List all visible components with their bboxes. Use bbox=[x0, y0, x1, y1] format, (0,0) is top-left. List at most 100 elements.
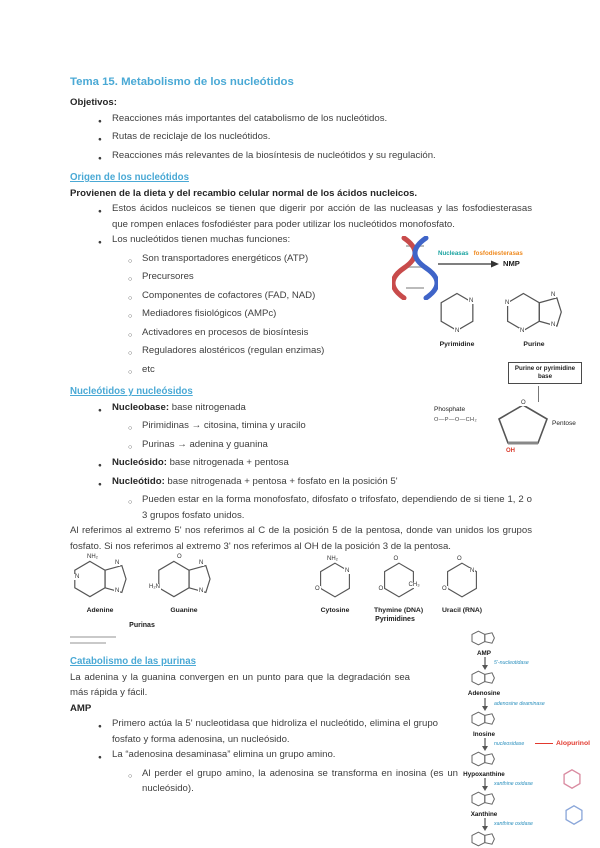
atom-label: CH₃ bbox=[407, 582, 421, 588]
figure-credit-line bbox=[70, 636, 116, 638]
base-caption: Thymine (DNA) bbox=[374, 607, 424, 614]
oh-label: OH bbox=[506, 448, 515, 454]
section-heading-nucleotidos: Nucleótidos y nucleósidos bbox=[70, 386, 193, 397]
list-item: etc bbox=[128, 362, 532, 381]
pathway-node: Inosine bbox=[471, 711, 497, 738]
bullet-icon bbox=[128, 325, 142, 344]
pathway-node-label: Hypoxanthine bbox=[463, 770, 505, 778]
purine-rings-icon bbox=[471, 630, 495, 646]
atom-label: O bbox=[392, 556, 400, 562]
bullet-icon bbox=[128, 251, 142, 270]
pathway-node-label: Inosine bbox=[472, 730, 496, 738]
atom-label: N bbox=[114, 588, 121, 594]
pathway-node: Xanthine bbox=[471, 791, 497, 818]
term-nucleobase: Nucleobase: bbox=[112, 401, 170, 413]
pathway-step: xanthine oxidase bbox=[432, 778, 536, 792]
atom-label: O bbox=[456, 556, 463, 562]
alopurinol-label: Alopurinol bbox=[556, 740, 590, 747]
pyrimidine-structure: N N Pyrimidine bbox=[436, 290, 478, 348]
list-item: Los nucleótidos tienen muchas funciones: bbox=[98, 232, 532, 251]
bullet-icon bbox=[98, 747, 112, 766]
pathway-node-label: Adenosine bbox=[467, 690, 501, 698]
paragraph-extremos: Al referimos al extremo 5' nos referimos… bbox=[70, 525, 532, 552]
list-item-text: Pueden estar en la forma monofosfato, di… bbox=[142, 494, 532, 521]
pathway-node: Hypoxanthine bbox=[463, 751, 505, 778]
list-item-text: Componentes de cofactores (FAD, NAD) bbox=[142, 289, 316, 301]
atom-label: N bbox=[519, 328, 526, 334]
nmp-label: NMP bbox=[503, 259, 520, 268]
dna-helix-figure bbox=[390, 235, 440, 305]
list-item-text: Nucleótido: base nitrogenada + pentosa +… bbox=[112, 474, 398, 493]
pyrimidines-group-label: Pyrimidines bbox=[375, 616, 415, 623]
base-box-label: Purine or pyrimidine base bbox=[508, 362, 582, 384]
list-item-text: Purinas → adenina y guanina bbox=[142, 438, 268, 450]
term-nucleosido: Nucleósido: bbox=[112, 457, 167, 468]
pathway-step: nucleosidase bbox=[432, 737, 536, 751]
enzyme-label: nucleosidase bbox=[494, 740, 525, 747]
atom-label: N bbox=[468, 298, 475, 304]
list-item-text: Al perder el grupo amino, la adenosina s… bbox=[142, 767, 458, 795]
list-item-text: Nucleobase: base nitrogenada bbox=[112, 400, 246, 419]
list-item: La “adenosina desaminasa” elimina un gru… bbox=[98, 747, 438, 766]
list-item-text: Primero actúa la 5' nucleotidasa que hid… bbox=[112, 718, 438, 745]
list-item: Rutas de reciclaje de los nucleótidos. bbox=[98, 129, 532, 148]
nucleotide-structure-figure: Purine or pyrimidine base Phosphate O—P—… bbox=[434, 362, 584, 458]
bullet-icon bbox=[98, 455, 112, 474]
bullet-icon bbox=[128, 343, 142, 362]
atom-label: NH₂ bbox=[326, 556, 339, 562]
bullet-icon bbox=[98, 232, 112, 251]
list-item: Nucleobase: base nitrogenada bbox=[98, 400, 532, 419]
pathway-chain: AMP 5'-nucleotidase Adenosine adenosine … bbox=[432, 630, 545, 848]
bullet-icon bbox=[128, 362, 142, 381]
term-definition: base nitrogenada + pentosa bbox=[166, 457, 289, 468]
atom-label: N bbox=[504, 300, 511, 306]
bullet-icon bbox=[128, 437, 142, 456]
enzyme-label: 5'-nucleotidase bbox=[494, 660, 529, 667]
list-item: Estos ácidos nucleicos se tienen que dig… bbox=[98, 201, 532, 232]
arrow-down-icon bbox=[482, 818, 488, 832]
arrow-down-icon bbox=[482, 697, 488, 711]
list-item-text: etc bbox=[142, 363, 155, 375]
ring-types-figure: N N Pyrimidine N N N N Purine bbox=[436, 290, 564, 348]
base-caption: Adenine bbox=[86, 607, 114, 614]
adenine-structure: NH₂ N N N Adenine bbox=[72, 554, 128, 614]
purines-group-label: Purinas bbox=[129, 622, 155, 629]
base-caption: Uracil (RNA) bbox=[442, 607, 483, 614]
bullet-icon bbox=[128, 306, 142, 325]
atom-label: N bbox=[454, 328, 461, 334]
enzyme-label: adenosine deaminase bbox=[494, 700, 545, 707]
atom-label: N bbox=[114, 560, 121, 566]
purine-rings-icon bbox=[471, 670, 495, 686]
list-item-text: Pirimidinas → citosina, timina y uracilo bbox=[142, 420, 306, 431]
origen-intro: Provienen de la dieta y del recambio cel… bbox=[70, 187, 418, 199]
atom-label: H₂N bbox=[148, 584, 161, 590]
bullet-icon bbox=[98, 111, 112, 130]
list-item: Al perder el grupo amino, la adenosina s… bbox=[128, 766, 458, 797]
list-item-text: Reguladores alostéricos (regulan enzimas… bbox=[142, 345, 325, 356]
objetivos-heading: Objetivos: bbox=[70, 97, 117, 108]
list-item: Componentes de cofactores (FAD, NAD) bbox=[128, 288, 532, 307]
list-item: Nucleósido: base nitrogenada + pentosa bbox=[98, 455, 532, 474]
purine-catabolism-figure: AMP 5'-nucleotidase Adenosine adenosine … bbox=[432, 630, 590, 847]
bullet-icon bbox=[128, 766, 142, 797]
purine-rings-icon bbox=[471, 832, 495, 847]
pathway-step: adenosine deaminase bbox=[432, 697, 545, 711]
ring-caption: Purine bbox=[523, 341, 545, 348]
atom-label: NH₂ bbox=[86, 554, 99, 560]
thymine-structure: O CH₃ O Thymine (DNA) bbox=[374, 556, 424, 614]
atom-label: O bbox=[441, 586, 448, 592]
arrow-down-icon bbox=[482, 778, 488, 792]
bullet-icon bbox=[128, 269, 142, 288]
list-item-text: La “adenosina desaminasa” elimina un gru… bbox=[112, 749, 336, 760]
list-item-text: Nucleósido: base nitrogenada + pentosa bbox=[112, 455, 289, 474]
arrow-down-icon bbox=[482, 657, 488, 671]
atom-label: O bbox=[520, 400, 527, 406]
atom-label: N bbox=[469, 568, 476, 574]
enzyme-label: fosfodiesterasas bbox=[473, 250, 523, 257]
section-heading-catabolismo: Catabolismo de las purinas bbox=[70, 656, 196, 667]
purine-rings-icon bbox=[471, 751, 495, 767]
atom-label: N bbox=[344, 568, 351, 574]
pathway-node: Adenosine bbox=[468, 670, 500, 697]
pathway-node: Uric acid bbox=[471, 831, 498, 848]
